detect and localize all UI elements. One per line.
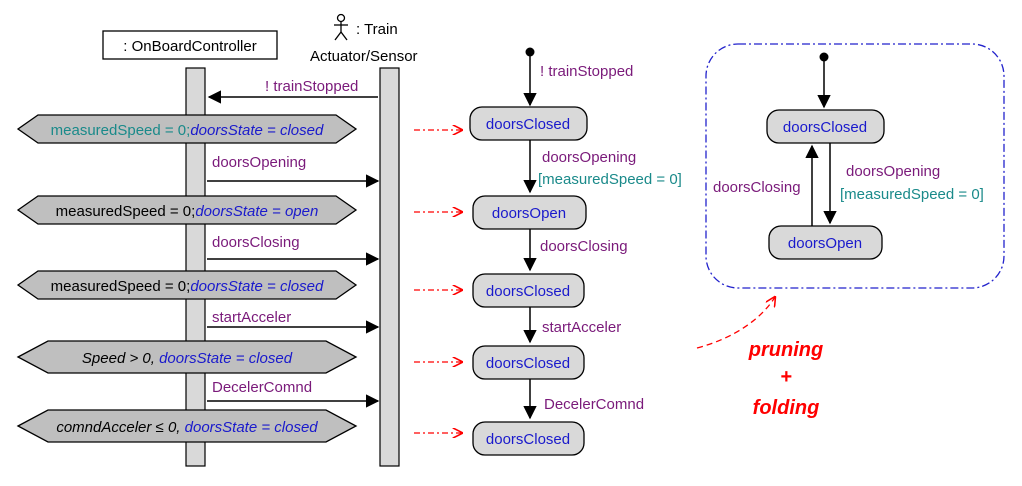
chain-transition-4-event: DecelerComnd [544,396,644,413]
chain-state-4-label: doorsClosed [486,355,570,372]
train-lifeline [379,67,400,467]
actor-icon [334,13,348,41]
folded-state-doorsopen [768,225,883,260]
chain-state-2-label: doorsOpen [492,205,566,222]
controller-box [102,30,278,60]
folded-down-guard: [measuredSpeed = 0] [840,186,984,203]
train-label: : Train [356,21,398,38]
chain-state-3-label: doorsClosed [486,283,570,300]
message-label-doorsopening: doorsOpening [212,154,306,171]
folded-state-doorsopen-label: doorsOpen [788,235,862,252]
condition-2: measuredSpeed = 0;doorsState = open [56,203,319,220]
chain-state-1-label: doorsClosed [486,116,570,133]
condition-4: Speed > 0, doorsState = closed [82,350,293,367]
folded-down-event: doorsOpening [846,163,940,180]
annotation-folding: folding [753,397,820,419]
folded-state-doorsclosed [766,109,885,144]
folded-state-doorsclosed-label: doorsClosed [783,119,867,136]
message-label-startacceler: startAcceler [212,309,291,326]
condition-1: measuredSpeed = 0;doorsState = closed [51,122,324,139]
chain-initial-state [525,47,535,57]
folded-initial-state [819,52,829,62]
message-label-decelercomnd: DecelerComnd [212,379,312,396]
chain-state-4 [472,345,585,380]
message-label-doorsclosing: doorsClosing [212,234,300,251]
chain-transition-1-guard: [measuredSpeed = 0] [538,171,682,188]
chain-initial-label: ! trainStopped [540,63,633,80]
chain-transition-3-event: startAcceler [542,319,621,336]
condition-hexagon-1 [16,114,358,144]
chain-state-5 [472,421,585,456]
chain-transition-2-event: doorsClosing [540,238,628,255]
condition-3: measuredSpeed = 0;doorsState = closed [51,278,324,295]
actuator-sensor-label: Actuator/Sensor [310,48,418,65]
chain-state-3 [472,273,585,308]
chain-state-1 [469,106,588,141]
condition-5: comndAcceler ≤ 0, doorsState = closed [56,419,318,436]
annotation-plus: + [780,366,792,388]
condition-hexagon-5 [16,409,358,443]
fold-arrow [696,297,775,349]
condition-hexagon-4 [16,340,358,374]
controller-label: : OnBoardController [123,38,256,55]
folded-up-label: doorsClosing [713,179,801,196]
message-label-trainstopped: ! trainStopped [265,78,358,95]
chain-transition-1-event: doorsOpening [542,149,636,166]
folded-machine-frame [705,43,1005,289]
condition-hexagon-3 [16,270,358,300]
annotation-pruning: pruning [748,339,823,361]
condition-hexagon-2 [16,195,358,225]
chain-state-5-label: doorsClosed [486,431,570,448]
